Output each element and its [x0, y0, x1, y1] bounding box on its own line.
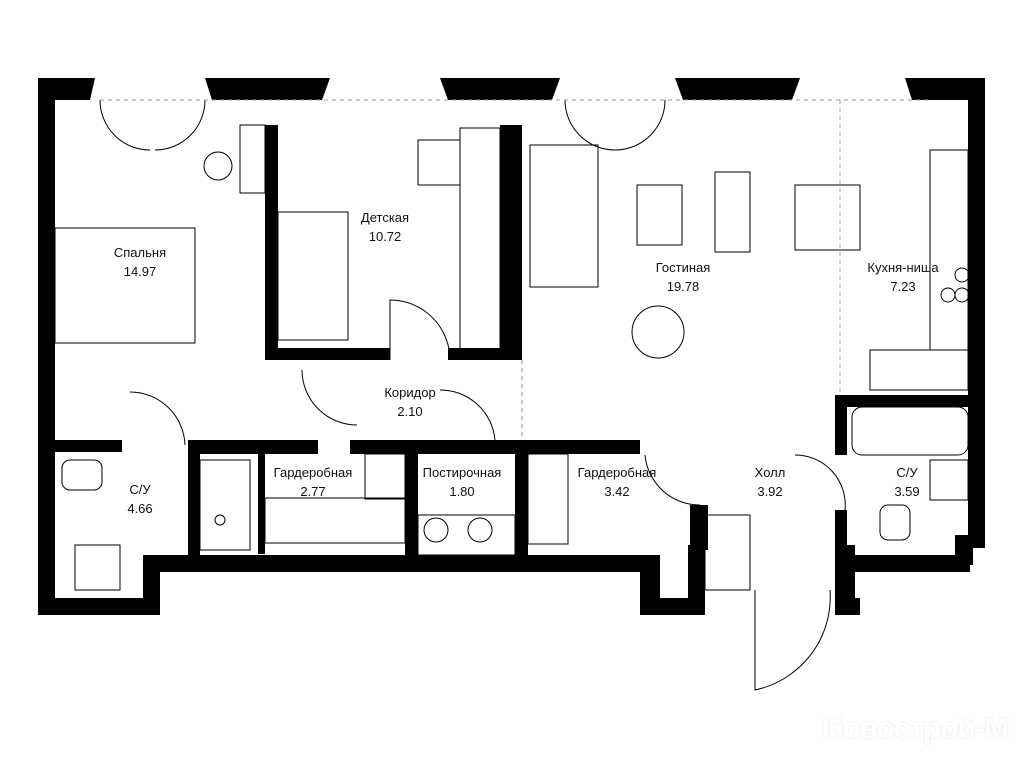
- shower-icon: [199, 459, 251, 551]
- room-label-wardrobe-2: Гардеробная 3.42: [578, 463, 657, 501]
- room-label-bedroom: Спальня 14.97: [114, 243, 166, 281]
- room-name: Гардеробная: [577, 465, 657, 480]
- room-area: 14.97: [123, 264, 157, 279]
- toilet-icon: [61, 459, 103, 491]
- wardrobe-icon: [459, 127, 501, 351]
- single-bed-icon: [277, 211, 349, 341]
- ottoman-icon: [636, 184, 683, 246]
- room-name: С/У: [129, 482, 151, 497]
- fixtures: [54, 99, 970, 691]
- room-area: 2.10: [397, 404, 423, 419]
- room-label-hall: Холл 3.92: [755, 463, 786, 501]
- dining-table-icon: [794, 184, 861, 251]
- room-area: 3.59: [894, 484, 920, 499]
- washing-machine-icon: [423, 517, 449, 543]
- room-name: Постирочная: [422, 465, 502, 480]
- room-name: Кухня-ниша: [867, 260, 939, 275]
- room-name: Холл: [754, 465, 786, 480]
- room-label-laundry: Постирочная 1.80: [423, 463, 502, 501]
- bathtub-icon: [851, 406, 969, 456]
- room-area: 19.78: [666, 279, 700, 294]
- room-label-bathroom-2: С/У 3.59: [894, 463, 919, 501]
- double-bed-icon: [54, 227, 196, 344]
- room-name: Спальня: [113, 245, 167, 260]
- room-area: 3.92: [757, 484, 783, 499]
- room-area: 7.23: [890, 279, 916, 294]
- rug-icon: [714, 171, 751, 253]
- room-name: С/У: [896, 465, 918, 480]
- room-area: 3.42: [604, 484, 630, 499]
- sink-icon: [929, 459, 969, 501]
- room-name: Гардеробная: [273, 465, 353, 480]
- room-label-living: Гостиная 19.78: [656, 258, 711, 296]
- room-label-corridor: Коридор 2.10: [384, 383, 435, 421]
- room-label-bathroom-1: С/У 4.66: [127, 480, 152, 518]
- dryer-icon: [467, 517, 493, 543]
- walls: [38, 78, 985, 615]
- room-name: Гостиная: [655, 260, 711, 275]
- toilet-icon: [879, 504, 911, 541]
- room-area: 4.66: [127, 501, 153, 516]
- sofa-icon: [529, 144, 599, 288]
- room-area: 10.72: [368, 229, 402, 244]
- sink-icon: [74, 544, 121, 591]
- room-name: Детская: [360, 210, 410, 225]
- room-label-kids: Детская 10.72: [361, 208, 409, 246]
- kitchen-counter-icon: [929, 149, 969, 351]
- room-label-wardrobe-1: Гардеробная 2.77: [274, 463, 353, 501]
- armchair-icon: [631, 305, 685, 359]
- room-label-kitchen: Кухня-ниша 7.23: [867, 258, 938, 296]
- room-area: 1.80: [449, 484, 475, 499]
- watermark: Новострой-М: [821, 712, 1009, 745]
- room-area: 2.77: [300, 484, 326, 499]
- room-name: Коридор: [384, 385, 436, 400]
